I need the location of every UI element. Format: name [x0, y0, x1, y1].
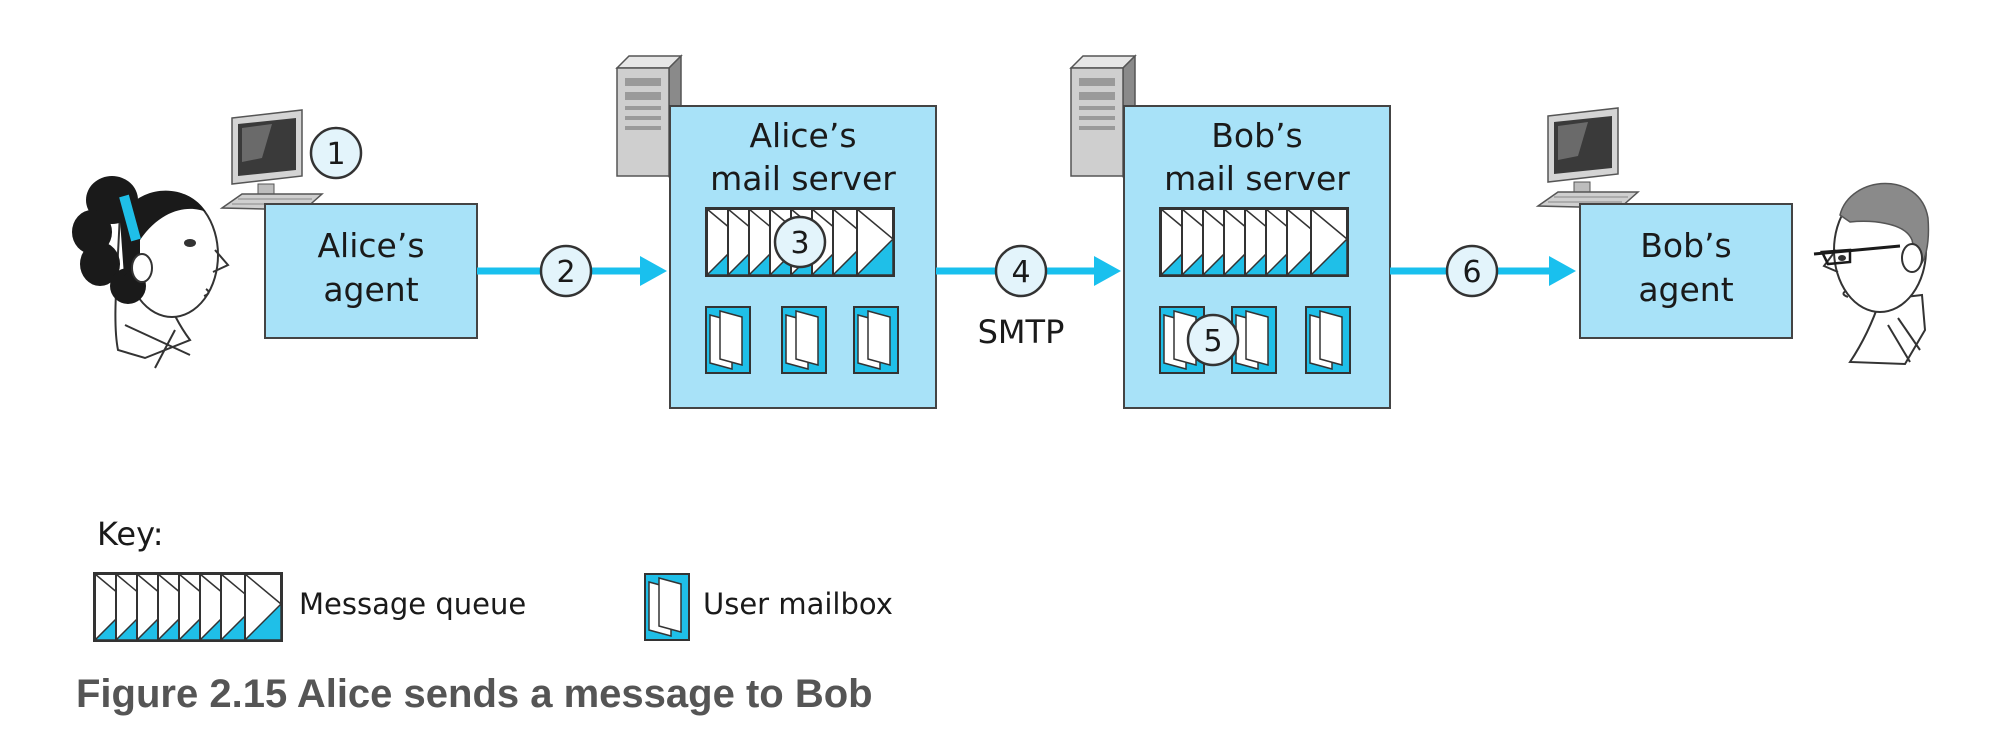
- key-user-mailbox-icon: [644, 573, 690, 641]
- alice-person-icon: [72, 176, 230, 369]
- bob-agent-label-line1: Bob’s: [1640, 226, 1731, 265]
- key-message-queue-icon: [93, 572, 283, 642]
- alice-agent-label-line1: Alice’s: [317, 226, 424, 265]
- step-4-label: 4: [1011, 255, 1030, 290]
- bob-agent-label-line2: agent: [1638, 270, 1733, 309]
- alice-computer-icon: [221, 109, 323, 211]
- bob-server-message-queue: [1159, 207, 1349, 277]
- alice-server-label-line2: mail server: [710, 159, 896, 198]
- bob-server-user-mailbox: [1305, 306, 1351, 374]
- step-1-marker: 1: [309, 126, 363, 180]
- smtp-protocol-label: SMTP: [978, 313, 1065, 351]
- bob-computer-icon: [1537, 107, 1639, 209]
- bob-server-label-line1: Bob’s: [1211, 116, 1302, 155]
- key-user-mailbox-label: User mailbox: [703, 587, 893, 621]
- alice-agent-box: [264, 203, 478, 339]
- figure-caption: Figure 2.15 Alice sends a message to Bob: [76, 672, 873, 716]
- step-6-label: 6: [1462, 255, 1481, 290]
- alice-server-user-mailbox: [781, 306, 827, 374]
- key-message-queue-label: Message queue: [299, 587, 526, 621]
- step-3-marker: 3: [773, 215, 827, 269]
- step-2-marker: 2: [539, 244, 593, 298]
- alice-agent-label-line2: agent: [323, 270, 418, 309]
- step-5-label: 5: [1203, 324, 1222, 359]
- step-6-marker: 6: [1445, 244, 1499, 298]
- bob-server-label-line2: mail server: [1164, 159, 1350, 198]
- step-1-label: 1: [326, 137, 345, 172]
- bob-agent-box: [1579, 203, 1793, 339]
- step-2-label: 2: [556, 255, 575, 290]
- step-4-marker: 4: [994, 244, 1048, 298]
- alice-server-user-mailbox: [853, 306, 899, 374]
- key-title: Key:: [97, 515, 163, 553]
- alice-server-label-line1: Alice’s: [749, 116, 856, 155]
- alice-server-user-mailbox: [705, 306, 751, 374]
- bob-person-icon: [1813, 182, 1930, 366]
- step-5-marker: 5: [1186, 313, 1240, 367]
- step-3-label: 3: [790, 226, 809, 261]
